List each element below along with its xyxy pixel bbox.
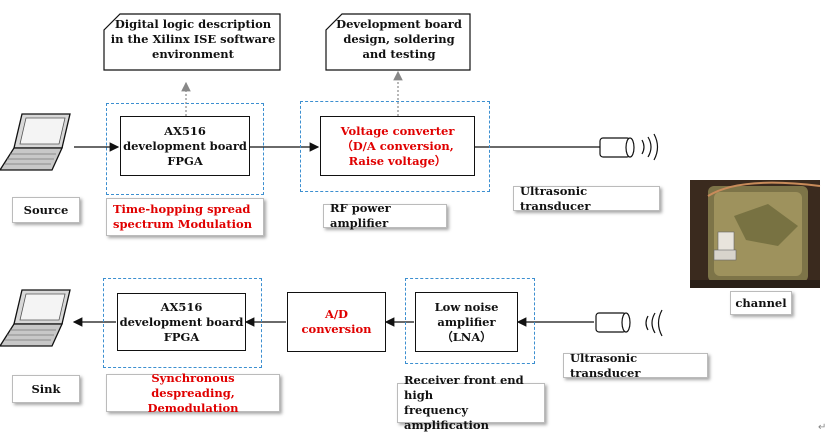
tx-transducer-label: Ultrasonic transducer [513, 183, 660, 213]
rx-fpga-frame [103, 278, 262, 368]
sink-laptop-icon [0, 289, 71, 347]
rx-transducer-label-text: Ultrasonic transducer [570, 350, 641, 380]
channel-label-text: channel [735, 295, 787, 310]
tx-module-label: Time-hopping spread spectrum Modulation [106, 198, 264, 236]
tx-transducer-icon [599, 133, 659, 161]
channel-photo [690, 180, 821, 288]
lna-block-text: Low noise amplifier （LNA） [434, 299, 499, 344]
fpga-note: Digital logic description in the Xilinx … [110, 17, 276, 61]
rf-amplifier-frame [300, 101, 490, 192]
corner-mark: ↵ [818, 422, 827, 433]
rx-fpga-block-text: AX516 development board FPGA [119, 299, 244, 344]
rx-fpga-block: AX516 development board FPGA [117, 293, 246, 351]
sink-label-text: Sink [31, 381, 61, 396]
lna-block: Low noise amplifier （LNA） [415, 292, 518, 352]
rx-module-label-text: Synchronous despreading, Demodulation [147, 370, 239, 415]
source-laptop-icon [0, 113, 71, 171]
ad-conversion-block: A/D conversion [287, 292, 386, 352]
rx-transducer-icon [595, 309, 663, 337]
converter-note-shape [325, 13, 471, 71]
front-end-label: Receiver front end high frequency amplif… [397, 373, 545, 432]
converter-note: Development board design, soldering and … [336, 17, 462, 61]
rx-transducer-label: Ultrasonic transducer [563, 350, 708, 380]
fpga-note-shape [103, 13, 281, 71]
source-label-text: Source [23, 202, 69, 217]
rx-module-label: Synchronous despreading, Demodulation [106, 371, 280, 415]
voltage-converter-block: Voltage converter （D/A conversion, Raise… [320, 116, 475, 176]
tx-transducer-label-text: Ultrasonic transducer [520, 183, 591, 213]
tx-fpga-block: AX516 development board FPGA [120, 116, 250, 176]
front-end-label-text: Receiver front end high frequency amplif… [404, 373, 524, 432]
source-label: Source [12, 197, 80, 223]
tx-module-label-text: Time-hopping spread spectrum Modulation [113, 202, 253, 231]
rf-amplifier-label: RF power amplifier [323, 201, 447, 230]
sink-label: Sink [12, 375, 80, 403]
tx-fpga-block-text: AX516 development board FPGA [123, 123, 247, 168]
channel-label: channel [730, 291, 792, 315]
rf-amplifier-label-text: RF power amplifier [330, 201, 391, 230]
ad-conversion-text: A/D conversion [301, 307, 372, 336]
lna-frame [405, 278, 535, 364]
voltage-converter-text: Voltage converter （D/A conversion, Raise… [340, 123, 455, 168]
tx-fpga-frame [106, 103, 264, 195]
